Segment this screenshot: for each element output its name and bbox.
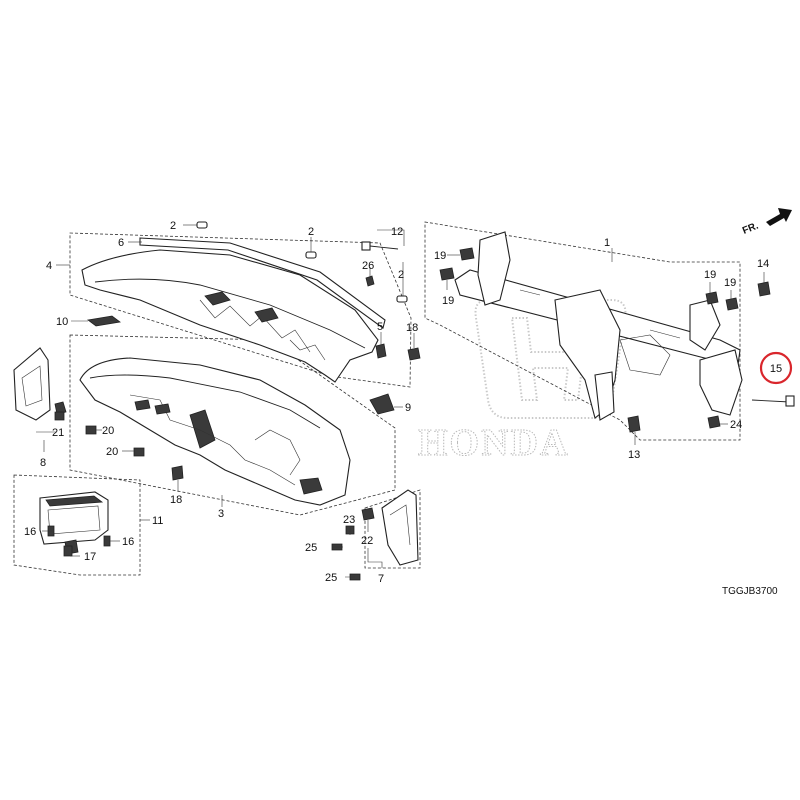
callout-2c: 2 bbox=[398, 269, 404, 281]
callout-2b: 2 bbox=[308, 226, 314, 238]
callout-6: 6 bbox=[118, 237, 124, 249]
group-box-beam bbox=[424, 221, 741, 441]
bolt-12 bbox=[369, 245, 399, 250]
callout-7: 7 bbox=[378, 573, 384, 585]
callout-25b: 25 bbox=[325, 572, 337, 584]
callout-2a: 2 bbox=[170, 220, 176, 232]
clip-5 bbox=[375, 343, 387, 359]
group-box-upper-panel bbox=[69, 232, 412, 388]
vent-grille-10 bbox=[87, 315, 121, 327]
honda-watermark: HONDA bbox=[418, 299, 627, 465]
callout-18b: 18 bbox=[170, 494, 182, 506]
bolt-18a bbox=[407, 347, 421, 361]
clip-19a bbox=[459, 247, 475, 261]
callout-25a: 25 bbox=[305, 542, 317, 554]
callouts: 2 6 4 2 12 26 2 5 18 10 9 21 8 20 20 18 … bbox=[24, 220, 769, 585]
side-cover-8 bbox=[13, 347, 67, 421]
upper-dashboard-panel-4 bbox=[81, 249, 379, 383]
callout-12: 12 bbox=[391, 226, 403, 238]
steering-hanger-beam-1 bbox=[454, 231, 743, 421]
front-label: FR. bbox=[741, 220, 760, 236]
callout-23: 23 bbox=[343, 514, 355, 526]
clip-19b bbox=[439, 267, 455, 281]
callout-19c: 19 bbox=[704, 269, 716, 281]
bolt-12-head bbox=[361, 241, 371, 251]
side-cover-7 bbox=[381, 489, 419, 566]
callout-20b: 20 bbox=[106, 446, 118, 458]
callout-16a: 16 bbox=[24, 526, 36, 538]
callout-1: 1 bbox=[604, 237, 610, 249]
callout-3: 3 bbox=[218, 508, 224, 520]
callout-11: 11 bbox=[152, 515, 163, 527]
nut-20a bbox=[85, 425, 97, 435]
callout-20a: 20 bbox=[102, 425, 114, 437]
fasteners bbox=[47, 221, 795, 581]
callout-19a: 19 bbox=[434, 250, 446, 262]
drawing-code: TGGJB3700 bbox=[722, 586, 778, 597]
callout-24: 24 bbox=[730, 419, 742, 431]
group-box-airbag bbox=[13, 474, 141, 576]
clip-19d bbox=[725, 297, 739, 311]
bolt-18b bbox=[171, 465, 184, 481]
callout-19d: 19 bbox=[724, 277, 736, 289]
callout-26: 26 bbox=[362, 260, 374, 272]
bolt-15 bbox=[751, 399, 791, 403]
airbag-module-11 bbox=[39, 491, 109, 555]
callout-4: 4 bbox=[46, 260, 52, 272]
nut-20b bbox=[133, 447, 145, 457]
screw-16b bbox=[103, 535, 111, 547]
callout-14: 14 bbox=[757, 258, 769, 270]
callout-18a: 18 bbox=[406, 322, 418, 334]
lower-dashboard-panel-3 bbox=[79, 357, 351, 506]
leader-lines bbox=[36, 224, 765, 578]
bolt-13 bbox=[627, 415, 641, 433]
callout-15: 15 bbox=[770, 363, 782, 375]
clip-2a bbox=[196, 221, 208, 229]
bolt-15-head bbox=[785, 395, 795, 407]
callout-16b: 16 bbox=[122, 536, 134, 548]
callout-22: 22 bbox=[361, 535, 373, 547]
clip-2c bbox=[396, 295, 408, 303]
callout-8: 8 bbox=[40, 457, 46, 469]
callout-19b: 19 bbox=[442, 295, 454, 307]
callout-13: 13 bbox=[628, 449, 640, 461]
trim-strip-6 bbox=[139, 237, 386, 329]
callout-10: 10 bbox=[56, 316, 68, 328]
callout-9: 9 bbox=[405, 402, 411, 414]
front-arrow-icon bbox=[766, 208, 792, 226]
group-box-side-panel bbox=[364, 489, 421, 569]
callout-5: 5 bbox=[377, 321, 383, 333]
clip-2b bbox=[305, 251, 317, 259]
clip-19c bbox=[705, 291, 719, 305]
nut-24 bbox=[707, 415, 721, 429]
bolt-14 bbox=[757, 281, 771, 297]
watermark-text: HONDA bbox=[418, 422, 569, 464]
highlighted-callout-15[interactable]: 15 bbox=[759, 351, 793, 385]
nut-21 bbox=[54, 411, 65, 421]
bolt-17 bbox=[63, 545, 73, 557]
callout-17: 17 bbox=[84, 551, 96, 563]
vent-grille-9 bbox=[369, 393, 395, 415]
front-direction-indicator: FR. bbox=[741, 208, 792, 237]
highlight-ring bbox=[759, 351, 793, 385]
clip-22 bbox=[361, 507, 375, 521]
callout-21: 21 bbox=[52, 427, 64, 439]
